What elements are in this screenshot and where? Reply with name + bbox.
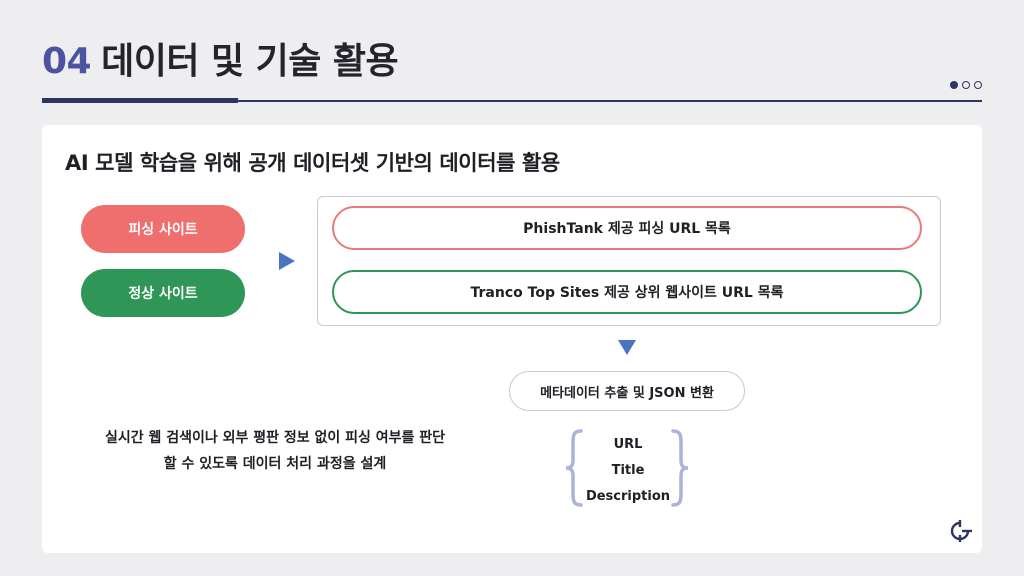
card-subtitle: AI 모델 학습을 위해 공개 데이터셋 기반의 데이터를 활용 — [65, 151, 560, 175]
field-title: Title — [611, 463, 645, 478]
phishtank-source: PhishTank 제공 피싱 URL 목록 — [332, 206, 922, 250]
arrow-down-icon — [618, 340, 636, 355]
description-line-2: 할 수 있도록 데이터 처리 과정을 설계 — [163, 456, 387, 472]
crosshair-logo-icon — [950, 520, 972, 542]
arrow-right-icon — [279, 252, 295, 270]
left-brace-icon — [565, 429, 583, 507]
normal-site-pill: 정상 사이트 — [81, 269, 245, 317]
process-description: 실시간 웹 검색이나 외부 평판 정보 없이 피싱 여부를 판단 할 수 있도록… — [80, 425, 470, 477]
content-card: AI 모델 학습을 위해 공개 데이터셋 기반의 데이터를 활용 피싱 사이트 … — [42, 125, 982, 553]
metadata-process-pill: 메타데이터 추출 및 JSON 변환 — [509, 371, 745, 411]
dot-open — [974, 81, 982, 89]
field-url: URL — [613, 437, 643, 452]
title-underline — [238, 100, 982, 102]
section-number: 04 — [42, 41, 92, 82]
slide-dots-icon — [950, 81, 982, 89]
title-underline-accent — [42, 98, 238, 103]
description-line-1: 실시간 웹 검색이나 외부 평판 정보 없이 피싱 여부를 판단 — [104, 430, 446, 446]
right-brace-icon — [671, 429, 689, 507]
tranco-source: Tranco Top Sites 제공 상위 웹사이트 URL 목록 — [332, 270, 922, 314]
field-description: Description — [585, 489, 671, 504]
dot-open — [962, 81, 970, 89]
dot-filled — [950, 81, 958, 89]
data-source-box: PhishTank 제공 피싱 URL 목록 Tranco Top Sites … — [317, 196, 941, 326]
section-title: 데이터 및 기술 활용 — [101, 41, 399, 82]
phishing-site-pill: 피싱 사이트 — [81, 205, 245, 253]
